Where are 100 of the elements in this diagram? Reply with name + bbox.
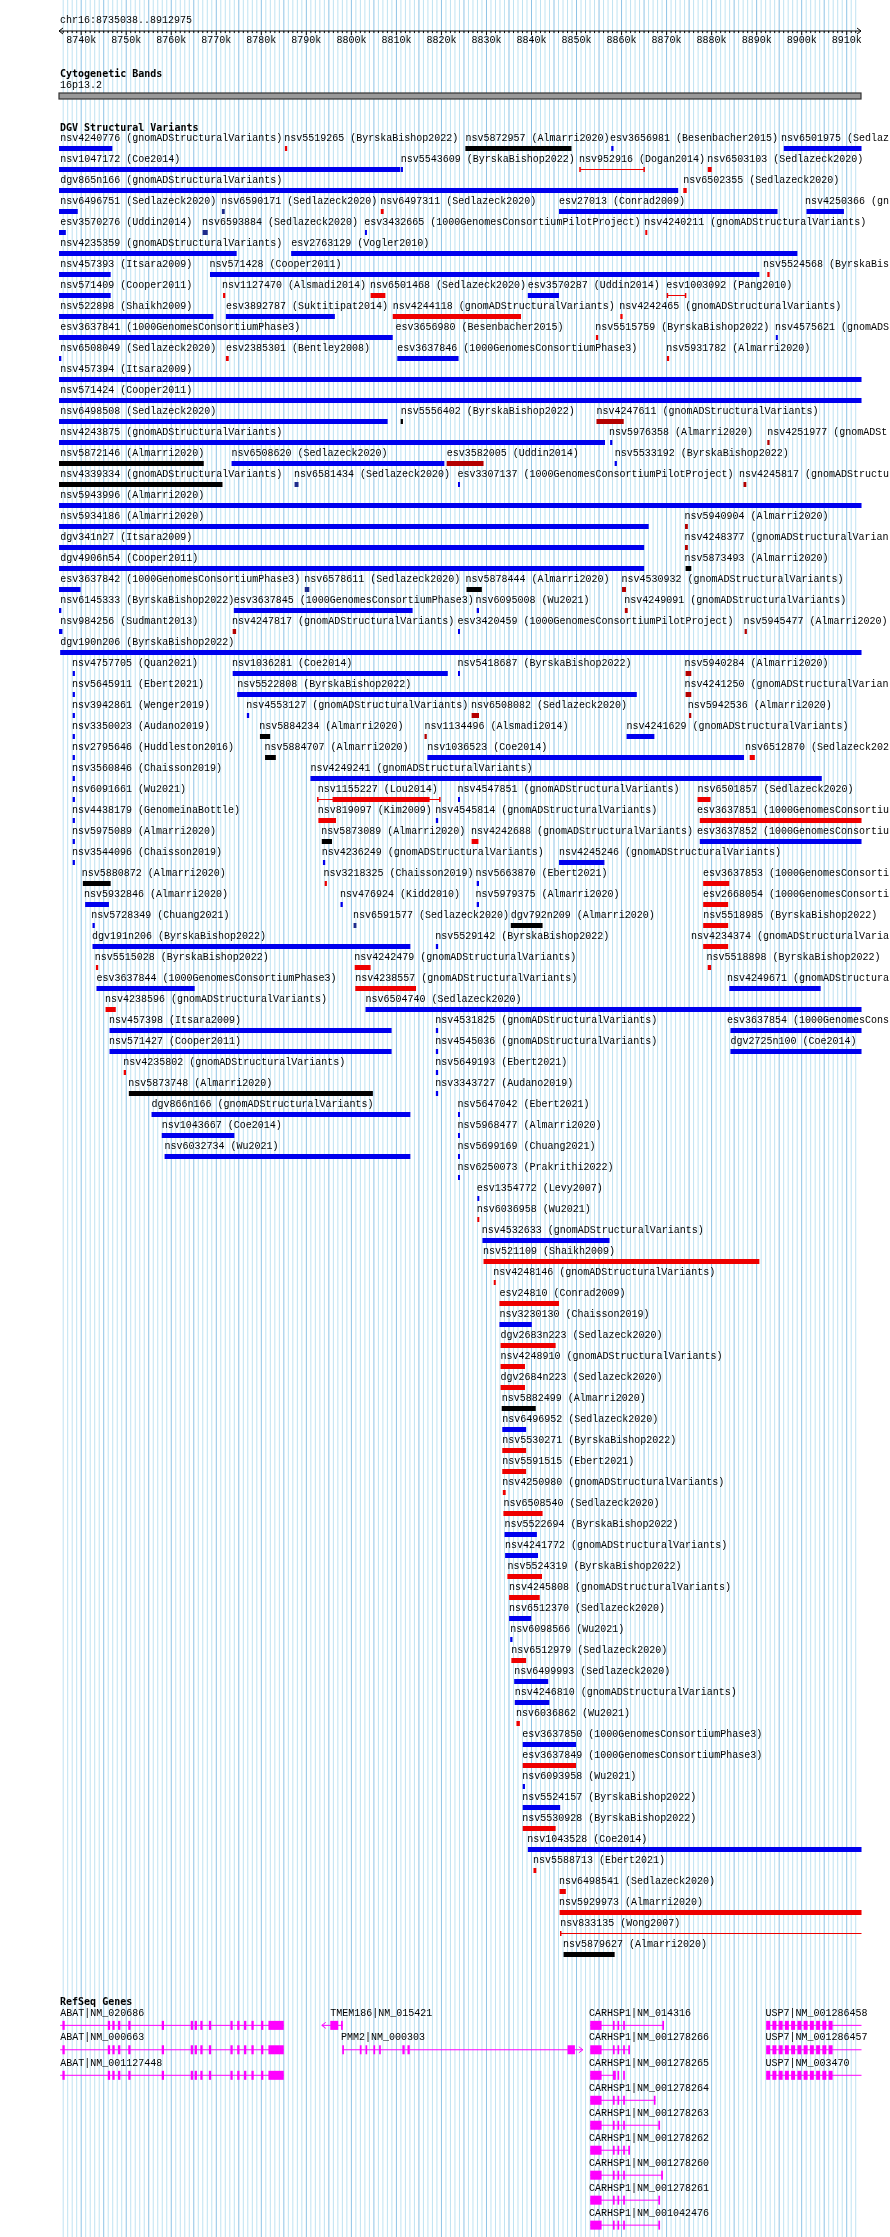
- variant-label: nsv6593884 (Sedlazeck2020): [202, 217, 359, 229]
- variant-label: dgv190n206 (ByrskaBishop2022): [60, 637, 235, 649]
- variant-label: nsv5882499 (Almarri2020): [501, 1393, 646, 1405]
- variant-label: nsv5979375 (Almarri2020): [475, 889, 620, 901]
- variant-label: nsv5872957 (Almarri2020): [465, 133, 610, 145]
- variant-label: nsv6578611 (Sedlazeck2020): [304, 574, 461, 586]
- variant-label: nsv5533192 (ByrskaBishop2022): [614, 448, 789, 460]
- variant-label: nsv4438179 (GenomeinaBottle): [72, 805, 241, 817]
- variant-label: esv3637842 (1000GenomesConsortiumPhase3): [60, 574, 301, 586]
- variant-label: esv3637841 (1000GenomesConsortiumPhase3): [60, 322, 301, 334]
- variant-label: esv3570276 (Uddin2014): [60, 217, 193, 229]
- variant-label: nsv6496751 (Sedlazeck2020): [60, 196, 217, 208]
- variant-label: nsv4245808 (gnomADStructuralVariants): [509, 1582, 732, 1594]
- variant-label: nsv476924 (Kidd2010): [339, 889, 460, 901]
- variant-label: esv3637849 (1000GenomesConsortiumPhase3): [522, 1750, 763, 1762]
- variant-label: nsv4247817 (gnomADStructuralVariants): [232, 616, 455, 628]
- tick-label: 8810k: [381, 35, 412, 47]
- tick-label: 8860k: [606, 35, 637, 47]
- variant-label: dgv865n166 (gnomADStructuralVariants): [60, 175, 283, 187]
- variant-label: esv3637852 (1000GenomesConsortiu: [697, 826, 890, 838]
- variant-label: esv3420459 (1000GenomesConsortiumPilotProject): [457, 616, 734, 628]
- variant-label: nsv833135 (Wong2007): [560, 1918, 681, 1930]
- variant-label: esv3637850 (1000GenomesConsortiumPhase3): [522, 1729, 763, 1741]
- variant-label: esv27013 (Conrad2009): [559, 196, 686, 208]
- variant-label: nsv4545814 (gnomADStructuralVariants): [435, 805, 658, 817]
- variant-label: nsv4575621 (gnomADS: [775, 322, 890, 334]
- variant-label: nsv6145333 (ByrskaBishop2022): [60, 595, 235, 607]
- variant-label: nsv4251977 (gnomADSt: [767, 427, 888, 439]
- variant-label: nsv5529142 (ByrskaBishop2022): [435, 931, 610, 943]
- tick-label: 8790k: [291, 35, 322, 47]
- variant-label: nsv6504740 (Sedlazeck2020): [365, 994, 522, 1006]
- variant-label: nsv6497311 (Sedlazeck2020): [380, 196, 537, 208]
- tick-label: 8770k: [201, 35, 232, 47]
- variant-label: nsv4241250 (gnomADStructuralVarian: [684, 679, 889, 691]
- variant-label: nsv4757705 (Quan2021): [72, 658, 199, 670]
- variant-label: nsv5943996 (Almarri2020): [60, 490, 205, 502]
- variant-label: nsv819097 (Kim2009): [317, 805, 432, 817]
- variant-label: nsv5522694 (ByrskaBishop2022): [504, 1519, 679, 1531]
- tick-label: 8830k: [471, 35, 502, 47]
- variant-label: nsv3544096 (Chaisson2019): [72, 847, 223, 859]
- variant-label: nsv5879627 (Almarri2020): [563, 1939, 707, 1951]
- gene-label: USP7|NM_001286457: [765, 2032, 868, 2045]
- variant-label: nsv4238596 (gnomADStructuralVariants): [105, 994, 328, 1006]
- variant-label: esv3637845 (1000GenomesConsortiumPhase3): [233, 595, 474, 607]
- variant-label: nsv4247611 (gnomADStructuralVariants): [596, 406, 819, 418]
- variant-label: nsv5884707 (Almarri2020): [264, 742, 409, 754]
- variant-label: nsv4249091 (gnomADStructuralVariants): [624, 595, 847, 607]
- variant-label: nsv6501468 (Sedlazeck2020): [370, 280, 527, 292]
- variant-label: nsv1043528 (Coe2014): [527, 1834, 648, 1846]
- variant-label: nsv6095008 (Wu2021): [475, 595, 590, 607]
- band-label: 16p13.2: [60, 80, 102, 92]
- variant-label: esv3570287 (Uddin2014): [527, 280, 660, 292]
- variant-label: nsv4545036 (gnomADStructuralVariants): [435, 1036, 658, 1048]
- variant-label: nsv6512979 (Sedlazeck2020): [511, 1645, 668, 1657]
- variant-label: nsv5873748 (Almarri2020): [128, 1078, 273, 1090]
- variant-label: nsv571424 (Cooper2011): [60, 385, 193, 397]
- variant-label: esv3432665 (1000GenomesConsortiumPilotProject): [364, 217, 641, 229]
- variant-label: dgv2725n100 (Coe2014): [730, 1036, 857, 1048]
- variant-label: nsv4242479 (gnomADStructuralVariants): [354, 952, 577, 964]
- variant-label: nsv4235802 (gnomADStructuralVariants): [123, 1057, 346, 1069]
- variant-label: nsv4241772 (gnomADStructuralVariants): [505, 1540, 728, 1552]
- variant-label: nsv5699169 (Chuang2021): [457, 1141, 596, 1153]
- variant-label: esv2668054 (1000GenomesConsorti: [703, 889, 890, 901]
- variant-label: nsv4248377 (gnomADStructuralVarian: [684, 532, 889, 544]
- variant-label: nsv6093958 (Wu2021): [522, 1771, 637, 1783]
- variant-label: nsv4249671 (gnomADStructura: [727, 973, 890, 985]
- variant-label: nsv5556402 (ByrskaBishop2022): [400, 406, 575, 418]
- variant-label: nsv522898 (Shaikh2009): [60, 301, 193, 313]
- variant-label: esv2385301 (Bentley2008): [225, 343, 370, 355]
- variant-label: nsv1047172 (Coe2014): [60, 154, 181, 166]
- variant-label: nsv6508540 (Sedlazeck2020): [503, 1498, 660, 1510]
- variant-label: nsv5929973 (Almarri2020): [559, 1897, 704, 1909]
- variant-label: nsv5515028 (ByrskaBishop2022): [94, 952, 269, 964]
- variant-label: nsv3560846 (Chaisson2019): [72, 763, 223, 775]
- variant-label: nsv5728349 (Chuang2021): [91, 910, 230, 922]
- variant-label: nsv5518985 (ByrskaBishop2022): [703, 910, 878, 922]
- gene-label: ABAT|NM_001127448: [60, 2057, 163, 2070]
- variant-label: esv3582005 (Uddin2014): [446, 448, 579, 460]
- variant-label: nsv3942861 (Wenger2019): [72, 700, 211, 712]
- variant-label: nsv4339334 (gnomADStructuralVariants): [60, 469, 283, 481]
- variant-label: nsv5530928 (ByrskaBishop2022): [522, 1813, 697, 1825]
- variant-label: nsv1134496 (Alsmadi2014): [424, 721, 569, 733]
- variant-label: nsv571409 (Cooper2011): [60, 280, 193, 292]
- variant-label: dgv866n166 (gnomADStructuralVariants): [151, 1099, 374, 1111]
- gene-label: ABAT|NM_000663: [60, 2032, 145, 2045]
- gene-label: USP7|NM_003470: [765, 2057, 850, 2070]
- variant-label: nsv5884234 (Almarri2020): [259, 721, 404, 733]
- variant-label: nsv952916 (Dogan2014): [578, 154, 705, 166]
- variant-label: nsv6501975 (Sedlaz: [781, 133, 890, 145]
- variant-label: esv3307137 (1000GenomesConsortiumPilotProject): [457, 469, 734, 481]
- variant-label: nsv5591515 (Ebert2021): [502, 1456, 635, 1468]
- variant-label: nsv3218325 (Chaisson2019): [323, 868, 474, 880]
- gene-label: CARHSP1|NM_014316: [589, 2008, 692, 2020]
- tick-label: 8900k: [786, 35, 817, 47]
- variant-label: nsv5522808 (ByrskaBishop2022): [237, 679, 412, 691]
- variant-label: nsv6032734 (Wu2021): [164, 1141, 279, 1153]
- variant-label: nsv5873493 (Almarri2020): [684, 553, 829, 565]
- variant-label: nsv6508620 (Sedlazeck2020): [231, 448, 388, 460]
- variant-label: nsv4245246 (gnomADStructuralVariants): [559, 847, 782, 859]
- variant-label: nsv4240211 (gnomADStructuralVariants): [644, 217, 867, 229]
